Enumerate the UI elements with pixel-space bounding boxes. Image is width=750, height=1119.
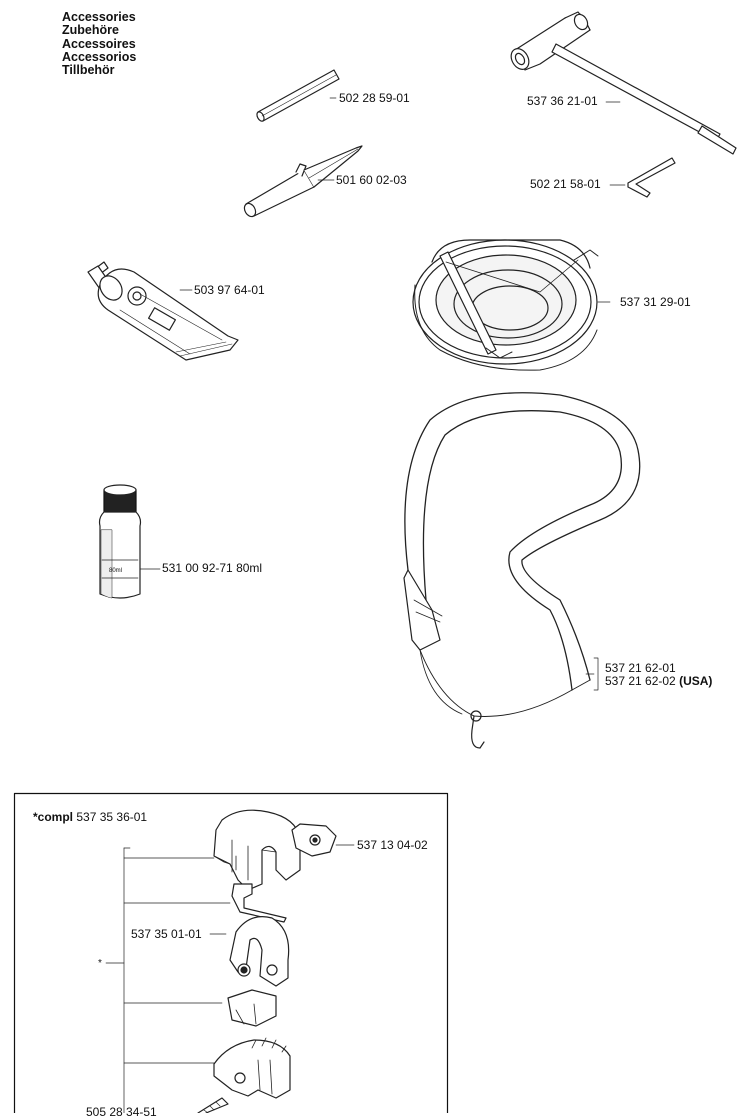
file-drawing <box>243 145 363 218</box>
rod-part-number: 502 28 59-01 <box>339 91 410 105</box>
grease-tube-drawing <box>87 261 239 361</box>
inset-frame <box>13 792 449 1113</box>
title-sv: Tillbehör <box>62 63 115 78</box>
compl-label: *compl 537 35 36-01 <box>33 811 147 824</box>
hex-key-part-number: 502 21 58-01 <box>530 177 601 191</box>
harness-part-number-1: 537 21 62-01 <box>605 661 676 675</box>
handle-housing-drawing <box>213 809 301 891</box>
bracket-star: * <box>98 958 102 969</box>
title-de: Zubehöre <box>62 23 119 38</box>
combination-wrench-drawing <box>510 11 737 155</box>
oil-part-number: 531 00 92-71 80ml <box>162 561 263 575</box>
d-handle-drawing <box>229 916 290 987</box>
inset-leaders <box>105 844 355 1113</box>
harness-2-number: 537 21 62-02 <box>605 674 676 688</box>
harness-part-number-2: 537 21 62-02 (USA) <box>605 675 712 688</box>
handle-part-number: 537 35 01-01 <box>131 927 202 941</box>
harness-drawing <box>403 392 641 749</box>
oil-bottle-drawing <box>98 484 161 599</box>
nut-drawing <box>291 823 337 857</box>
accessories-title-block: Accessories Zubehöre Accessoires Accesso… <box>62 10 137 78</box>
rod-drawing <box>256 69 340 122</box>
compl-number: 537 35 36-01 <box>76 810 148 824</box>
tool-part-number: 537 36 21-01 <box>527 94 598 108</box>
bracket-drawing <box>227 989 277 1027</box>
nut-part-number: 537 13 04-02 <box>357 838 428 852</box>
spring-clip-drawing <box>231 883 287 923</box>
oil-bottle-mark: 80ml <box>109 568 123 574</box>
trimmer-guard-drawing <box>412 239 611 371</box>
grease-part-number: 503 97 64-01 <box>194 283 265 297</box>
screw-drawing <box>197 1097 229 1113</box>
compl-star: * <box>33 810 38 824</box>
file-part-number: 501 60 02-03 <box>336 173 407 187</box>
title-en: Accessories <box>62 10 136 24</box>
base-clamp-drawing <box>213 1037 291 1099</box>
harness-2-region: (USA) <box>679 674 713 688</box>
hex-key-drawing <box>609 157 676 198</box>
title-es: Accessorios <box>62 49 137 64</box>
guard-part-number: 537 31 29-01 <box>620 295 691 309</box>
title-fr: Accessoires <box>62 36 136 51</box>
compl-word: compl <box>37 810 74 824</box>
